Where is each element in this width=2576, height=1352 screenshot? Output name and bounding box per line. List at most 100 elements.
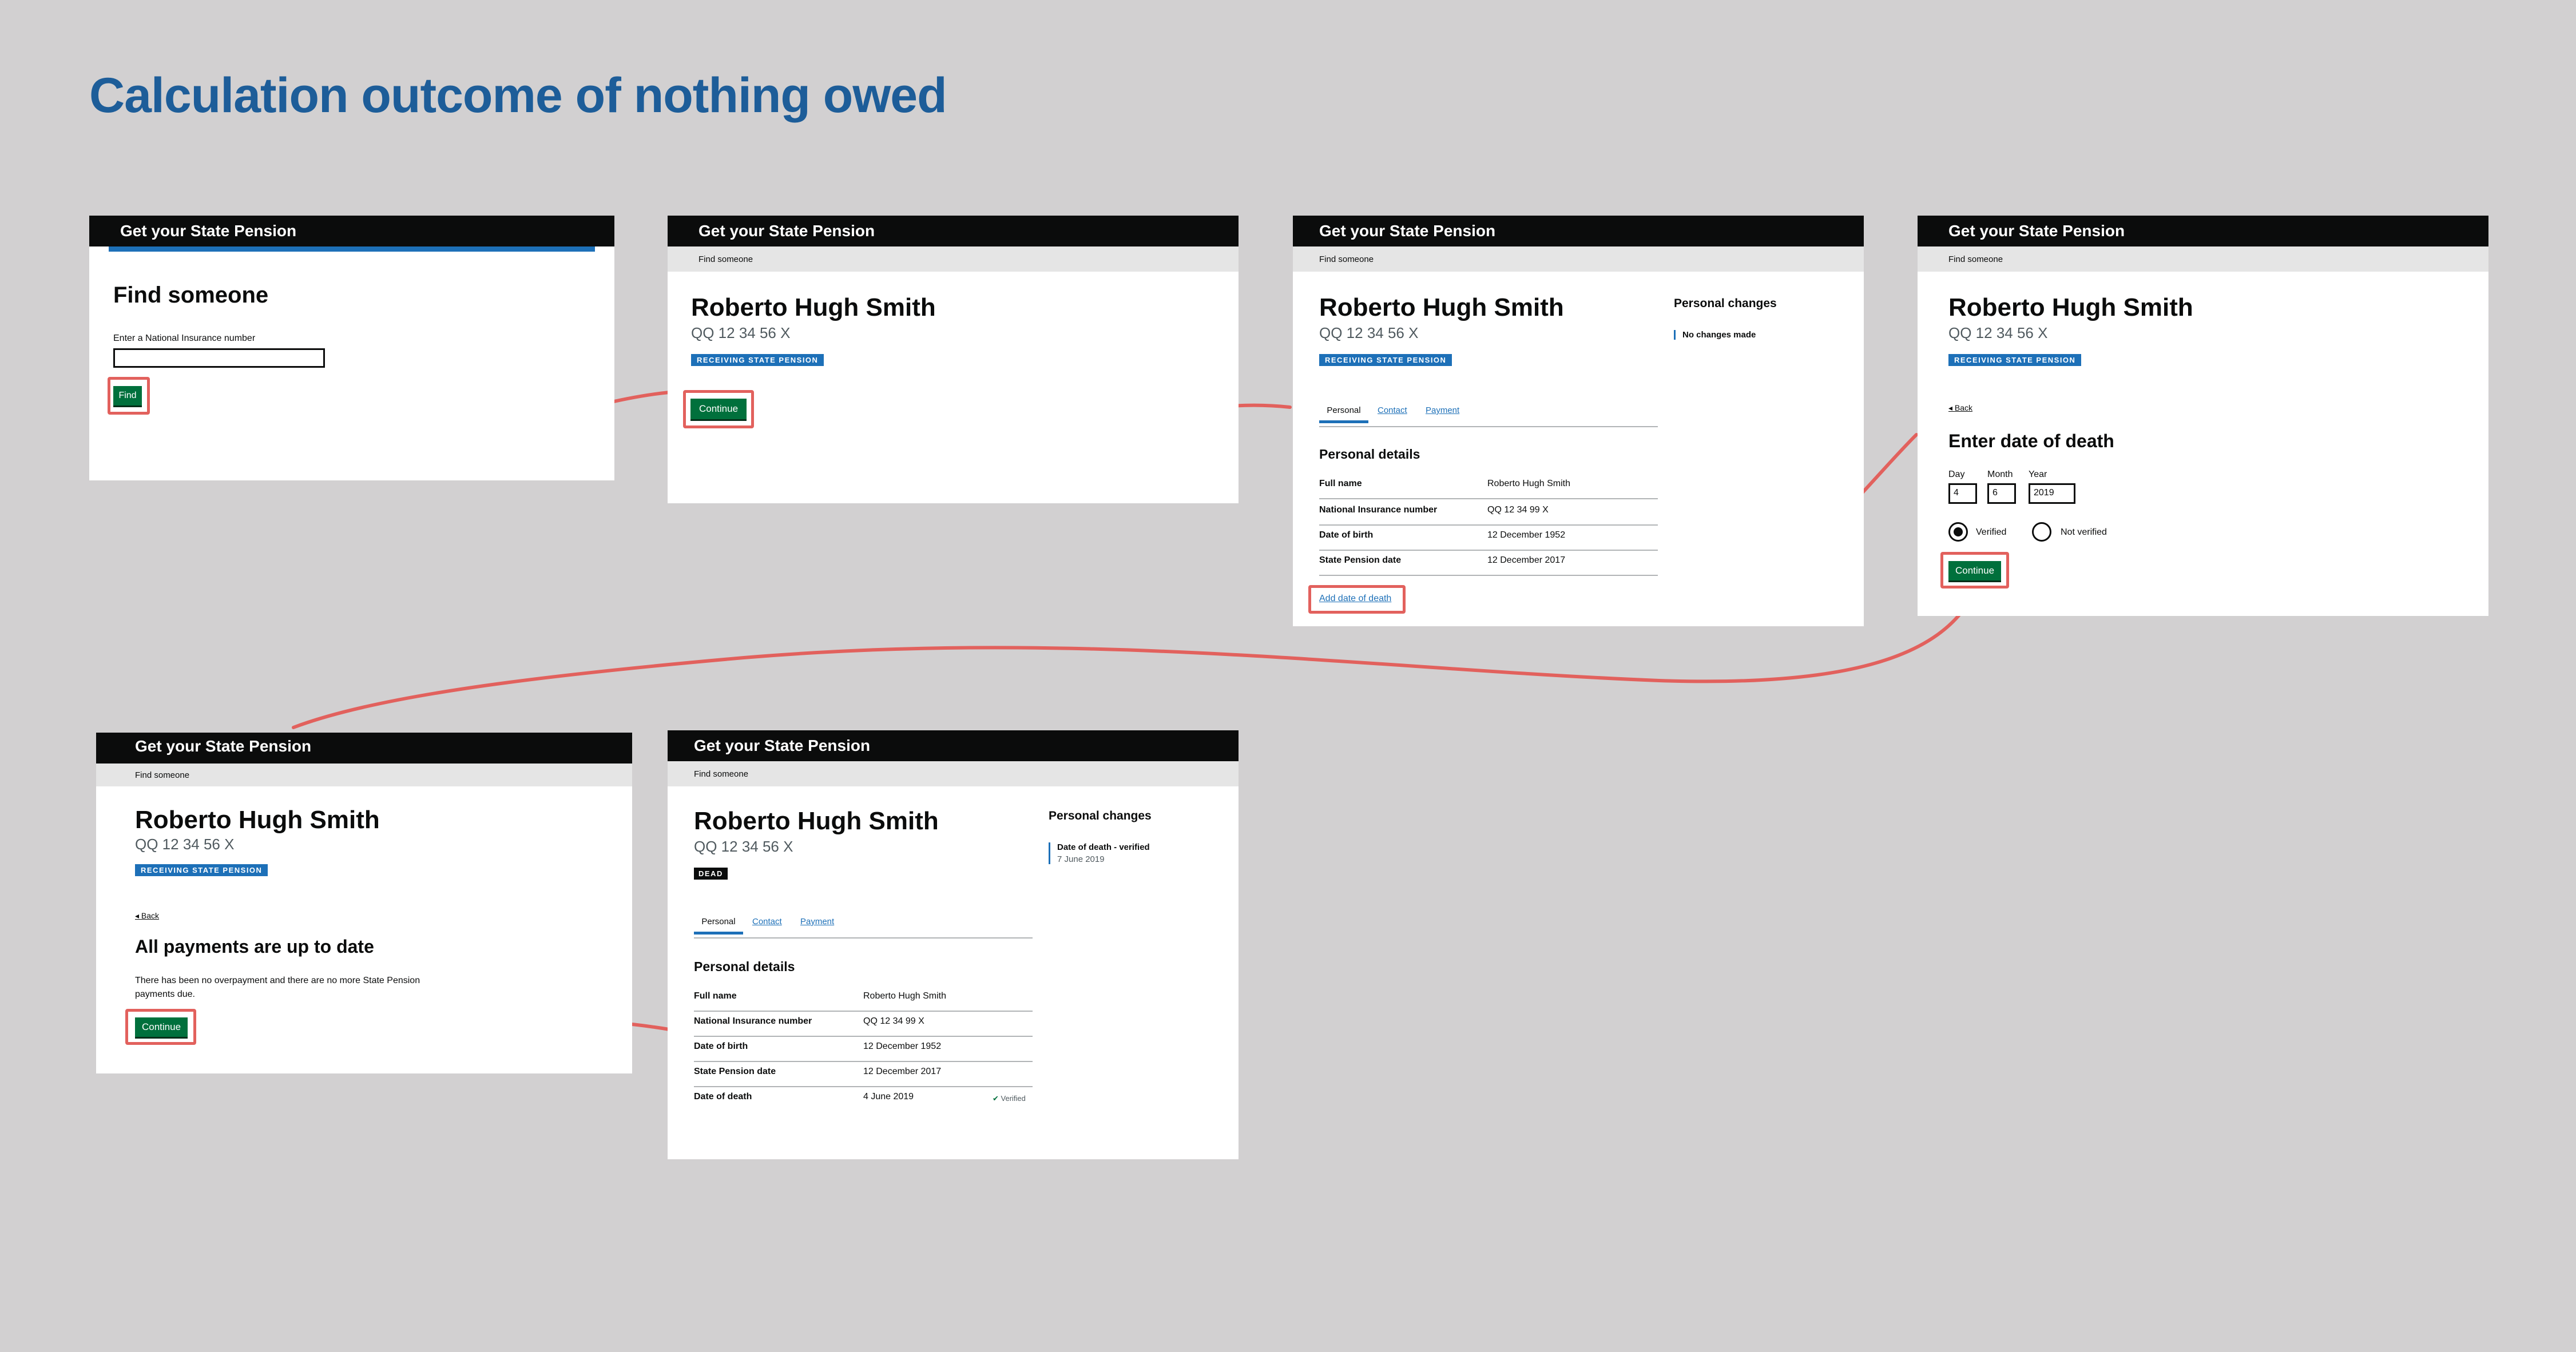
verified-status-label: Verified [1001, 1094, 1026, 1103]
detail-value: QQ 12 34 99 X [1487, 505, 1549, 515]
detail-key: Date of birth [694, 1041, 748, 1051]
service-name: Get your State Pension [694, 737, 871, 754]
payments-heading: All payments are up to date [135, 936, 374, 957]
breadcrumb: Find someone [668, 246, 1239, 272]
back-link[interactable]: ◂ Back [1948, 403, 1973, 412]
service-name: Get your State Pension [698, 222, 875, 240]
detail-key: National Insurance number [1319, 505, 1438, 515]
continue-button[interactable]: Continue [1948, 561, 2001, 580]
nino-input[interactable] [113, 348, 325, 368]
detail-value: 4 June 2019 [863, 1092, 914, 1102]
radio-not-verified[interactable] [2032, 522, 2051, 542]
day-input[interactable]: 4 [1948, 483, 1977, 504]
month-input[interactable]: 6 [1987, 483, 2016, 504]
status-badge: RECEIVING STATE PENSION [691, 354, 824, 366]
person-name: Roberto Hugh Smith [135, 806, 380, 834]
month-label: Month [1987, 470, 2013, 479]
person-name: Roberto Hugh Smith [694, 807, 939, 835]
continue-button[interactable]: Continue [135, 1017, 188, 1037]
nino-field-label: Enter a National Insurance number [113, 333, 256, 343]
screen-payments-up-to-date: Get your State Pension Find someone Robe… [96, 733, 632, 1073]
find-button[interactable]: Find [113, 386, 142, 405]
date-of-death-heading: Enter date of death [1948, 431, 2114, 451]
detail-row-dob: Date of birth 12 December 1952 [694, 1036, 1033, 1062]
screen-enter-date-of-death: Get your State Pension Find someone Robe… [1918, 216, 2488, 616]
tab-payment[interactable]: Payment [800, 917, 835, 926]
back-link-label: Back [1954, 403, 1973, 412]
detail-row-dod: Date of death 4 June 2019 ✔ Verified [694, 1086, 1033, 1111]
highlight-continue [1940, 552, 2009, 588]
header-underline [109, 246, 595, 252]
tab-contact[interactable]: Contact [1378, 405, 1407, 415]
changes-timeline: No changes made [1674, 330, 1756, 340]
radio-not-verified-label: Not verified [2061, 527, 2107, 537]
back-link[interactable]: ◂ Back [135, 911, 160, 920]
add-date-of-death-link[interactable]: Add date of death [1319, 594, 1392, 603]
personal-details-heading: Personal details [1319, 447, 1420, 462]
breadcrumb: Find someone [96, 764, 632, 786]
header-bar: Get your State Pension [96, 733, 632, 764]
detail-row-full-name: Full name Roberto Hugh Smith [1319, 473, 1658, 499]
detail-value: Roberto Hugh Smith [1487, 479, 1570, 488]
detail-row-spd: State Pension date 12 December 2017 [694, 1061, 1033, 1087]
breadcrumb-find-someone[interactable]: Find someone [1319, 255, 1374, 264]
check-icon: ✔ [993, 1094, 999, 1103]
detail-key: National Insurance number [694, 1016, 812, 1026]
detail-value: Roberto Hugh Smith [863, 991, 946, 1001]
year-input[interactable]: 2019 [2029, 483, 2075, 504]
change-item-date: 7 June 2019 [1057, 854, 1105, 864]
detail-value: 12 December 1952 [1487, 530, 1566, 540]
person-nino: QQ 12 34 56 X [694, 838, 793, 855]
detail-row-spd: State Pension date 12 December 2017 [1319, 550, 1658, 576]
tab-contact[interactable]: Contact [752, 917, 782, 926]
page-title: Calculation outcome of nothing owed [89, 68, 947, 123]
detail-row-nino: National Insurance number QQ 12 34 99 X [694, 1011, 1033, 1037]
header-bar: Get your State Pension [89, 216, 614, 246]
connector-4-5 [292, 585, 1978, 729]
person-name: Roberto Hugh Smith [691, 293, 936, 321]
breadcrumb-find-someone[interactable]: Find someone [694, 769, 749, 779]
continue-button[interactable]: Continue [690, 399, 747, 419]
personal-changes-heading: Personal changes [1674, 297, 1777, 310]
detail-value: 12 December 2017 [863, 1067, 942, 1076]
verified-status: ✔ Verified [993, 1094, 1026, 1103]
detail-row-nino: National Insurance number QQ 12 34 99 X [1319, 499, 1658, 526]
header-bar: Get your State Pension [1293, 216, 1864, 246]
screen-find-someone: Get your State Pension Find someone Ente… [89, 216, 614, 480]
detail-key: State Pension date [1319, 555, 1402, 565]
breadcrumb-find-someone[interactable]: Find someone [698, 255, 753, 264]
change-item-title: Date of death - verified [1057, 842, 1150, 852]
service-name: Get your State Pension [120, 222, 297, 240]
person-nino: QQ 12 34 56 X [691, 324, 791, 341]
service-name: Get your State Pension [1948, 222, 2125, 240]
detail-key: Date of death [694, 1092, 752, 1102]
service-name: Get your State Pension [135, 737, 312, 755]
header-bar: Get your State Pension [668, 730, 1239, 761]
person-nino: QQ 12 34 56 X [135, 836, 235, 853]
tab-personal[interactable]: Personal [694, 917, 743, 935]
payments-body: There has been no overpayment and there … [135, 976, 420, 999]
detail-value: 12 December 2017 [1487, 555, 1566, 565]
breadcrumb-find-someone[interactable]: Find someone [1948, 255, 2003, 264]
tab-payment[interactable]: Payment [1426, 405, 1460, 415]
breadcrumb-find-someone[interactable]: Find someone [135, 770, 190, 780]
detail-value: QQ 12 34 99 X [863, 1016, 924, 1026]
breadcrumb: Find someone [668, 761, 1239, 786]
tab-list: Personal Contact Payment [1319, 405, 1658, 427]
highlight-add-date-of-death [1308, 585, 1406, 614]
person-nino: QQ 12 34 56 X [1319, 324, 1419, 341]
person-nino: QQ 12 34 56 X [1948, 324, 2048, 341]
tab-personal[interactable]: Personal [1319, 405, 1368, 423]
highlight-find [108, 377, 150, 415]
breadcrumb: Find someone [1293, 246, 1864, 272]
detail-key: Full name [1319, 479, 1362, 488]
personal-details-heading: Personal details [694, 959, 795, 974]
detail-value: 12 December 1952 [863, 1041, 942, 1051]
service-name: Get your State Pension [1319, 222, 1496, 240]
detail-key: State Pension date [694, 1067, 776, 1076]
radio-verified[interactable] [1948, 522, 1968, 542]
screen-person-record: Get your State Pension Find someone Robe… [1293, 216, 1864, 626]
